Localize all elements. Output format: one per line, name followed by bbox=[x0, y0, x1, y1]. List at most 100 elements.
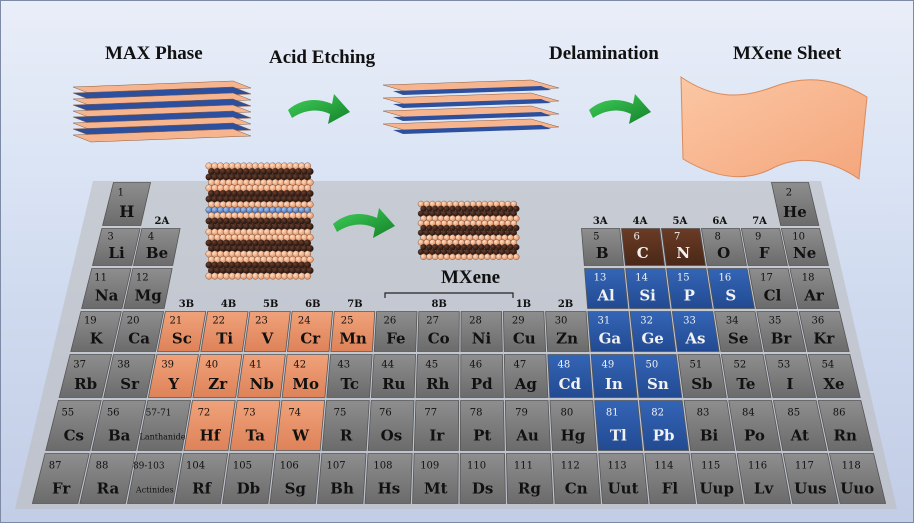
element-cell bbox=[229, 400, 281, 451]
element-symbol: Uus bbox=[794, 480, 826, 498]
element-symbol: Actinides bbox=[135, 486, 174, 495]
element-cell bbox=[269, 453, 321, 504]
atomic-number: 39 bbox=[161, 359, 174, 370]
group-label: 5B bbox=[263, 299, 278, 310]
atomic-number: 16 bbox=[718, 273, 731, 284]
element-symbol: Hs bbox=[378, 480, 401, 498]
atom bbox=[304, 162, 312, 170]
group-label: 7A bbox=[752, 216, 767, 227]
element-cell bbox=[31, 453, 90, 504]
element-cell bbox=[174, 453, 229, 504]
max-layer bbox=[72, 104, 252, 119]
element-symbol: Ti bbox=[216, 330, 233, 348]
atomic-number: 12 bbox=[136, 273, 149, 284]
element-symbol: Ga bbox=[599, 330, 622, 348]
atom bbox=[306, 223, 314, 230]
element-symbol: Bi bbox=[700, 427, 719, 445]
group-label: 4A bbox=[633, 216, 648, 227]
atomic-number: 89-103 bbox=[133, 462, 165, 472]
element-cell bbox=[237, 354, 286, 398]
atom bbox=[501, 253, 508, 260]
atom bbox=[489, 253, 497, 260]
atom bbox=[246, 272, 254, 280]
atomic-number: 18 bbox=[802, 273, 815, 284]
atomic-number: 73 bbox=[243, 408, 256, 419]
atom bbox=[306, 168, 314, 175]
atomic-number: 117 bbox=[795, 461, 814, 472]
group-label: 6B bbox=[305, 299, 320, 310]
atomic-number: 42 bbox=[293, 359, 306, 370]
element-symbol: Uuo bbox=[840, 480, 874, 498]
element-symbol: Tc bbox=[340, 375, 359, 393]
atom bbox=[437, 253, 445, 260]
element-cell bbox=[700, 228, 747, 266]
atomic-number: 46 bbox=[469, 359, 482, 370]
element-cell bbox=[243, 311, 291, 352]
element-cell bbox=[81, 268, 132, 309]
atomic-number: 55 bbox=[61, 408, 74, 419]
element-symbol: Y bbox=[167, 375, 179, 393]
element-i: 53I bbox=[764, 354, 817, 398]
atom bbox=[217, 272, 225, 280]
element-cell bbox=[629, 311, 677, 352]
mxene-atomic-model bbox=[417, 200, 520, 260]
element-cell bbox=[326, 354, 373, 398]
group-label: 7B bbox=[347, 299, 362, 310]
atomic-number: 13 bbox=[594, 273, 607, 284]
atomic-number: 105 bbox=[233, 461, 252, 472]
element-symbol: Mn bbox=[339, 330, 367, 348]
element-symbol: Uut bbox=[608, 480, 639, 498]
atomic-number: 77 bbox=[424, 408, 437, 419]
element-cell bbox=[70, 311, 122, 352]
etched-interlayer bbox=[393, 99, 551, 108]
element-cell bbox=[502, 311, 547, 352]
atomic-number: 35 bbox=[769, 316, 782, 327]
atom bbox=[222, 272, 230, 280]
atomic-number: 38 bbox=[117, 359, 130, 370]
element-symbol: Sn bbox=[647, 375, 669, 393]
element-symbol: P bbox=[684, 287, 695, 305]
element-symbol: W bbox=[291, 427, 310, 445]
atom bbox=[304, 250, 312, 258]
element-cell bbox=[45, 400, 102, 451]
etched-layer bbox=[382, 118, 560, 133]
atomic-number: 6 bbox=[634, 232, 640, 243]
element-o: 8O bbox=[700, 228, 747, 266]
element-cell bbox=[798, 311, 850, 352]
element-cell bbox=[503, 354, 549, 398]
atom bbox=[306, 190, 314, 197]
element-symbol: Ta bbox=[246, 427, 266, 445]
atomic-number: 10 bbox=[792, 232, 805, 243]
element-r: 75R bbox=[321, 400, 370, 451]
element-cell bbox=[147, 354, 199, 398]
etched-interlayer bbox=[393, 125, 551, 134]
element-cell bbox=[621, 228, 665, 266]
atomic-number: 112 bbox=[561, 461, 580, 472]
element-cell bbox=[137, 400, 192, 451]
atomic-number: 24 bbox=[298, 316, 311, 327]
element-symbol: Pb bbox=[653, 427, 675, 445]
atom bbox=[306, 179, 314, 186]
atom bbox=[304, 239, 312, 247]
atomic-number: 34 bbox=[726, 316, 739, 327]
atomic-number: 106 bbox=[280, 461, 299, 472]
arrow-acid-etching bbox=[288, 94, 350, 124]
atomic-number: 4 bbox=[148, 232, 154, 243]
element-cell bbox=[660, 228, 706, 266]
